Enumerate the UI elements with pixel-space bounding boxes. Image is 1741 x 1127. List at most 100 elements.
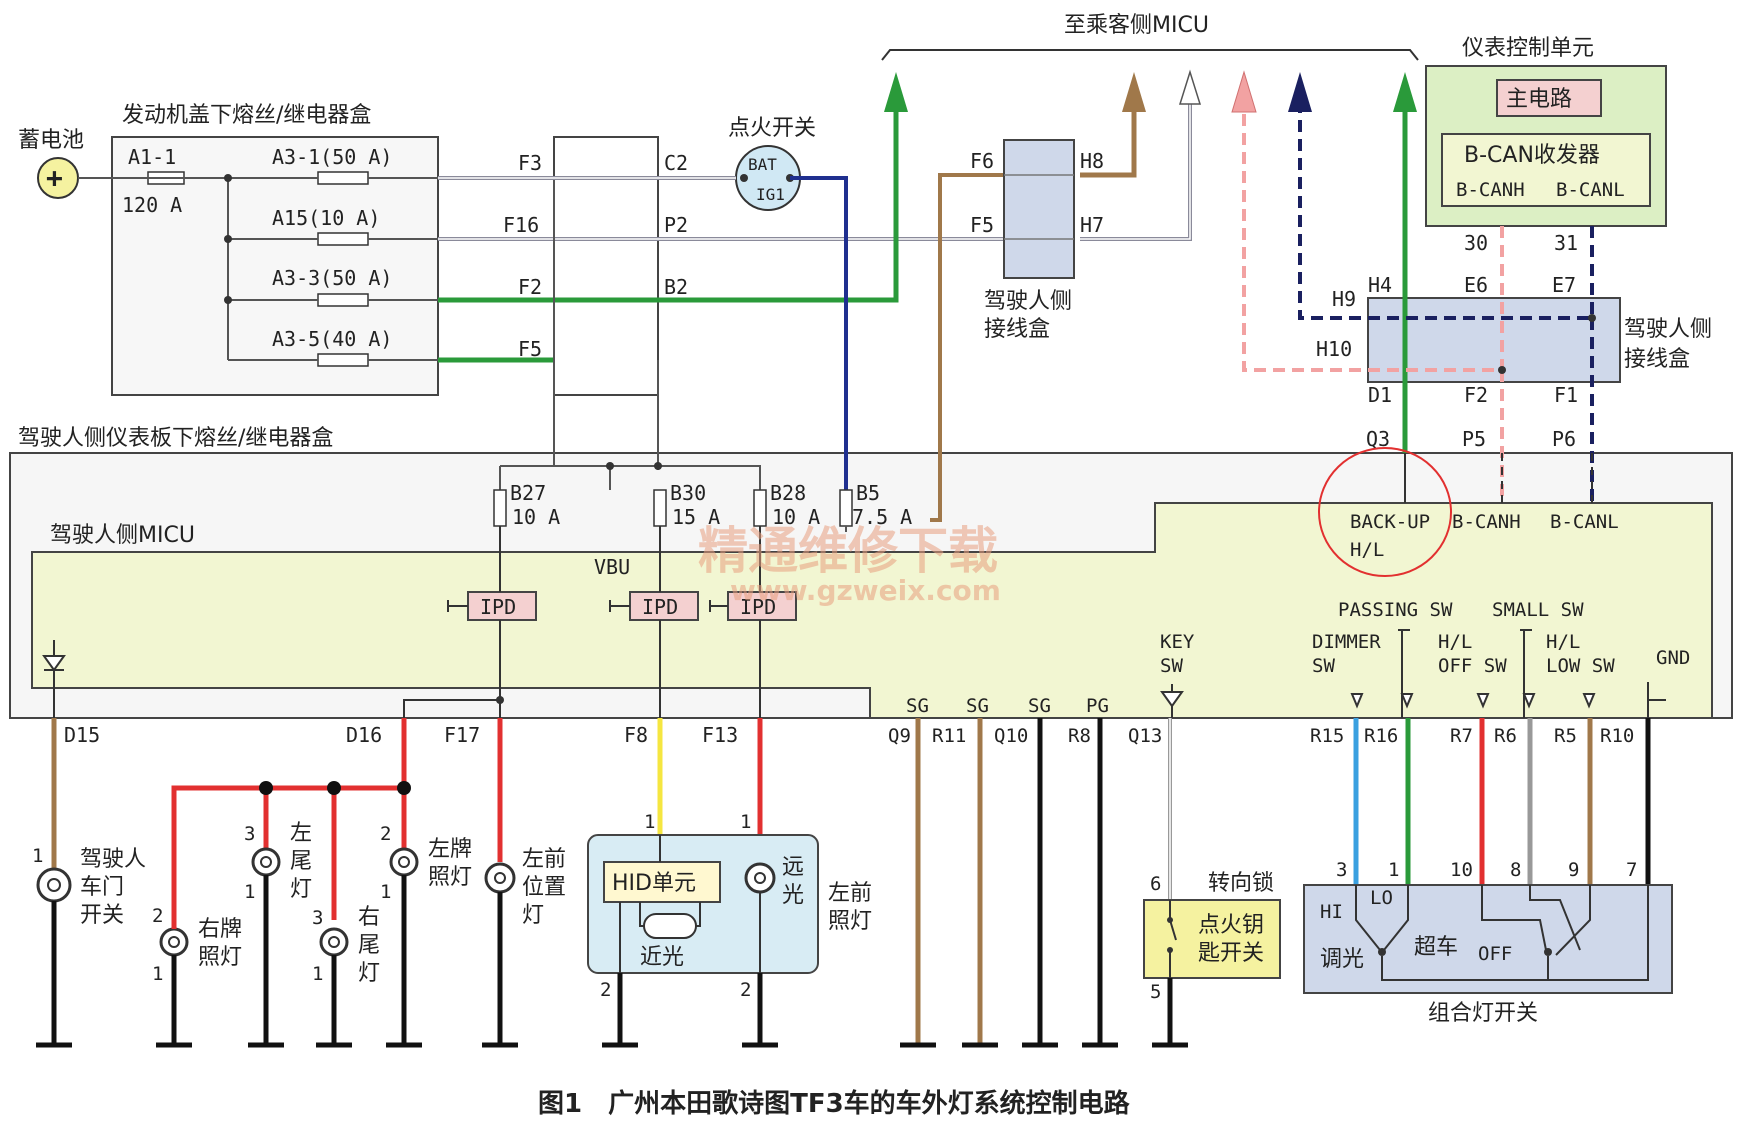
fuse-a3-5: A3-5(40 A) — [272, 327, 392, 351]
backup-highlight-circle — [1318, 447, 1452, 577]
pin-h10: H10 — [1316, 337, 1352, 361]
key-sw-label: 点火钥 — [1198, 913, 1264, 938]
micu-keysw-2: SW — [1160, 655, 1183, 677]
pin-b2: B2 — [664, 275, 688, 299]
pin-h8: H8 — [1080, 149, 1104, 173]
pin-f6: F6 — [970, 149, 994, 173]
label-pin_nums-combo-3: 8 — [1510, 859, 1521, 881]
label-pin_nums-rtail-1: 1 — [312, 963, 323, 985]
label-pin_nums-hid-0: 1 — [644, 811, 655, 833]
battery-label: 蓄电池 — [18, 128, 84, 153]
figure-caption: 图1 广州本田歌诗图TF3车的车外灯系统控制电路 — [538, 1088, 1131, 1119]
pin-h4: H4 — [1368, 273, 1392, 297]
hid-label: HID单元 — [612, 871, 696, 896]
ipd-1: IPD — [480, 595, 516, 619]
micu-panel: 驾驶人侧MICU — [31, 502, 1713, 719]
fuse-b30: B30 — [670, 481, 706, 505]
r-tail-lamp-icon — [319, 927, 349, 957]
label-pin_nums-rplate-0: 2 — [152, 905, 163, 927]
micu-canh: B-CANH — [1452, 511, 1521, 533]
pin-f1-r: F1 — [1554, 383, 1578, 407]
micu-gnd: GND — [1656, 647, 1690, 669]
r-plate-lamp-icon — [159, 927, 189, 957]
label-loads-r_tail-0: 右 — [358, 905, 380, 930]
meter-canl: B-CANL — [1556, 179, 1625, 201]
to-passenger-bracket: 至乘客侧MICU — [881, 13, 1419, 61]
wires-bottom — [51, 718, 1651, 1045]
pin-q3: Q3 — [1366, 427, 1390, 451]
micu-hllow: H/L — [1546, 631, 1580, 653]
label-loads-l_tail-0: 左 — [290, 821, 312, 846]
label-pin_nums-ltail-1: 1 — [244, 881, 255, 903]
label-loads-l_pos-1: 位置 — [522, 875, 566, 900]
pin-p6: P6 — [1552, 427, 1576, 451]
fuse-b30-rating: 15 A — [672, 505, 720, 529]
label-loads-l_pos-2: 灯 — [522, 903, 544, 928]
combo-hi: HI — [1320, 901, 1343, 923]
micu-sg-1: SG — [906, 695, 929, 717]
micu-keysw: KEY — [1160, 631, 1195, 653]
engine-box-title: 发动机盖下熔丝/继电器盒 — [122, 103, 371, 128]
engine-fuse-box: 发动机盖下熔丝/继电器盒 A1-1 120 A A3-1(50 A) A15(1… — [82, 103, 439, 396]
label-pin_nums-combo-4: 9 — [1568, 859, 1579, 881]
pin-f16: F16 — [503, 213, 539, 237]
label-pin_nums-ltail-0: 3 — [244, 823, 255, 845]
micu-hloff: H/L — [1438, 631, 1472, 653]
label-bottom_pins-2: F17 — [444, 723, 480, 747]
mid-jbox-label: 驾驶人侧 — [984, 289, 1072, 314]
watermark-cn: 精通维修下载 — [698, 522, 998, 580]
micu-sg-3: SG — [1028, 695, 1051, 717]
pin-h9: H9 — [1332, 287, 1356, 311]
label-pin_nums-combo-5: 7 — [1626, 859, 1637, 881]
label-bottom_pins-3: F8 — [624, 723, 648, 747]
label-bottom_pins-5: Q9 — [888, 725, 911, 747]
micu-canl: B-CANL — [1550, 511, 1619, 533]
fuse-b27-rating: 10 A — [512, 505, 560, 529]
label-pin_nums-high-1: 2 — [740, 979, 751, 1001]
ignition-label: 点火开关 — [728, 116, 816, 141]
label-loads-r_tail-2: 灯 — [358, 961, 380, 986]
pin-c2: C2 — [664, 151, 688, 175]
meter-title: 仪表控制单元 — [1462, 36, 1594, 61]
label-loads-l_tail-1: 尾 — [290, 849, 312, 874]
micu-hl: H/L — [1350, 539, 1384, 561]
label-bottom_pins-15: R10 — [1600, 725, 1634, 747]
label-loads-r_plate-1: 照灯 — [198, 945, 242, 970]
key-sw-label-2: 匙开关 — [1198, 941, 1264, 966]
label-bottom_pins-11: R16 — [1364, 725, 1398, 747]
label-bottom_pins-13: R6 — [1494, 725, 1517, 747]
high-beam-label: 远 — [782, 855, 804, 880]
label-pin_nums-rtail-0: 3 — [312, 907, 323, 929]
combo-light-switch: 组合灯开关 HI LO 调光 超车 OFF — [1303, 884, 1673, 1026]
l-head-label: 左前 — [828, 881, 872, 906]
fuse-a15: A15(10 A) — [272, 206, 380, 230]
label-bottom_pins-6: R11 — [932, 725, 966, 747]
micu-fuses: B27 10 A B30 15 A B28 10 A B5 7.5 A VBU — [493, 481, 912, 579]
combo-label: 组合灯开关 — [1428, 1001, 1538, 1026]
pin-h7: H7 — [1080, 213, 1104, 237]
label-bottom_pins-9: Q13 — [1128, 725, 1162, 747]
l-plate-lamp-icon — [389, 847, 419, 877]
load-labels: 驾驶人 车门 开关 右牌 照灯 左 尾 灯 右 尾 灯 左牌 照灯 左前 位置 … — [80, 821, 566, 986]
label-pin_nums-door-0: 1 — [32, 845, 43, 867]
fuse-b27: B27 — [510, 481, 546, 505]
bottom-pin-labels: D15 D16 F17 F8 F13 Q9 R11 Q10 R8 Q13 R15… — [64, 723, 1634, 747]
label-pin_nums-key-1: 5 — [1150, 981, 1161, 1003]
high-beam-label-2: 光 — [782, 883, 804, 908]
label-loads-l_plate-1: 照灯 — [428, 865, 472, 890]
low-beam-label: 近光 — [640, 945, 684, 970]
mid-jbox-label-2: 接线盒 — [984, 317, 1050, 342]
label-loads-door_sw-2: 开关 — [80, 903, 124, 928]
label-pin_nums-lplate-0: 2 — [380, 823, 391, 845]
label-bottom_pins-10: R15 — [1310, 725, 1344, 747]
micu-backup: BACK-UP — [1350, 511, 1430, 533]
ipd-blocks: IPD IPD IPD — [403, 526, 797, 718]
pin-f5-mid: F5 — [970, 213, 994, 237]
meter-main: 主电路 — [1506, 87, 1572, 112]
meter-control-unit: 仪表控制单元 主电路 B-CAN收发器 B-CANH B-CANL 30 31 — [1425, 36, 1667, 255]
l-head-label-2: 照灯 — [828, 909, 872, 934]
fuse-b5-rating: 7.5 A — [852, 505, 912, 529]
ignition-bat: BAT — [748, 155, 777, 174]
micu-vbu: VBU — [594, 555, 630, 579]
